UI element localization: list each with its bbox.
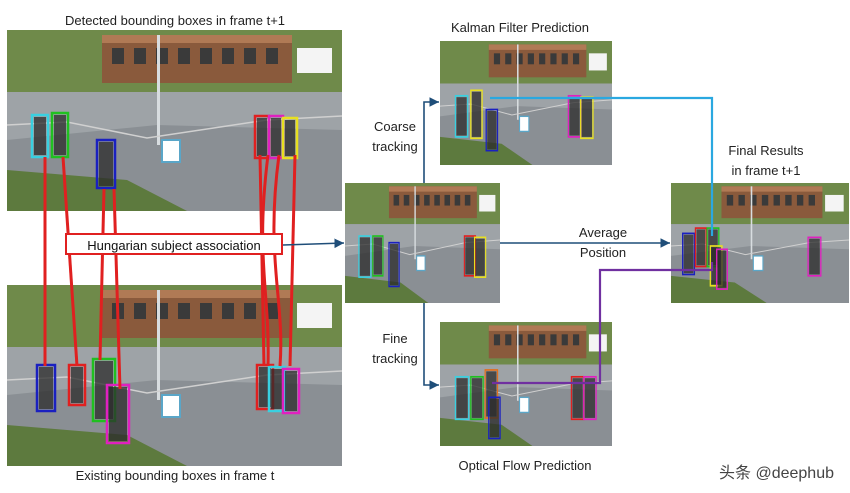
bounding-box xyxy=(95,138,117,190)
frame-existing-t xyxy=(7,285,342,466)
bounding-box xyxy=(463,235,477,277)
bounding-box xyxy=(694,227,707,268)
bounding-box xyxy=(50,111,70,159)
bounding-box xyxy=(105,383,131,445)
bounding-box xyxy=(473,236,487,278)
frame-kalman-scene xyxy=(440,41,612,165)
final-results-label: Final Results in frame t+1 xyxy=(716,143,816,179)
bounding-box xyxy=(30,113,50,159)
kalman-title: Kalman Filter Prediction xyxy=(451,20,589,35)
fine-line2: tracking xyxy=(372,351,418,366)
coarse-line2: tracking xyxy=(372,139,418,154)
coarse-line1: Coarse xyxy=(374,119,416,134)
bounding-box xyxy=(485,108,499,152)
bounding-box xyxy=(358,235,372,278)
frame-optical xyxy=(440,322,612,446)
bounding-box xyxy=(281,367,301,415)
bounding-box xyxy=(454,375,470,421)
final-line1: Final Results xyxy=(728,143,804,158)
frame-center xyxy=(345,183,500,303)
flow-arrows xyxy=(282,97,670,390)
bounding-box xyxy=(470,89,483,140)
fine-line1: Fine xyxy=(382,331,408,346)
bounding-box xyxy=(454,94,469,138)
frame-detected-t1-scene xyxy=(7,30,342,211)
watermark: 头条 @deephub xyxy=(719,465,834,482)
association-lines xyxy=(43,154,297,390)
average-position-label: Average Position xyxy=(560,225,646,261)
frame-kalman xyxy=(440,41,612,165)
bounding-box xyxy=(470,375,484,421)
frame-center-scene xyxy=(345,183,500,303)
average-line1: Average xyxy=(578,225,628,240)
existing-frame-title: Existing bounding boxes in frame t xyxy=(75,468,275,483)
bounding-box xyxy=(488,396,501,440)
bounding-box xyxy=(807,236,822,277)
optical-title: Optical Flow Prediction xyxy=(458,458,592,473)
hungarian-association-label: Hungarian subject association xyxy=(65,233,283,255)
frame-existing-t-scene xyxy=(7,285,342,466)
frame-optical-scene xyxy=(440,322,612,446)
coarse-tracking-label: Coarse tracking xyxy=(362,119,428,155)
bounding-box xyxy=(372,235,384,277)
frame-final xyxy=(671,183,849,303)
optical-link-line xyxy=(492,262,714,385)
final-line2: in frame t+1 xyxy=(731,163,801,178)
average-line2: Position xyxy=(579,245,627,260)
bounding-box xyxy=(682,232,696,276)
bounding-box xyxy=(716,248,728,290)
detected-frame-title: Detected bounding boxes in frame t+1 xyxy=(64,13,286,28)
fine-tracking-label: Fine tracking xyxy=(362,331,428,367)
bounding-box xyxy=(388,241,400,288)
frame-detected-t1 xyxy=(7,30,342,211)
bounding-box xyxy=(281,116,299,160)
kalman-link-line xyxy=(490,96,714,236)
bounding-box xyxy=(583,375,597,421)
frame-final-scene xyxy=(671,183,849,303)
